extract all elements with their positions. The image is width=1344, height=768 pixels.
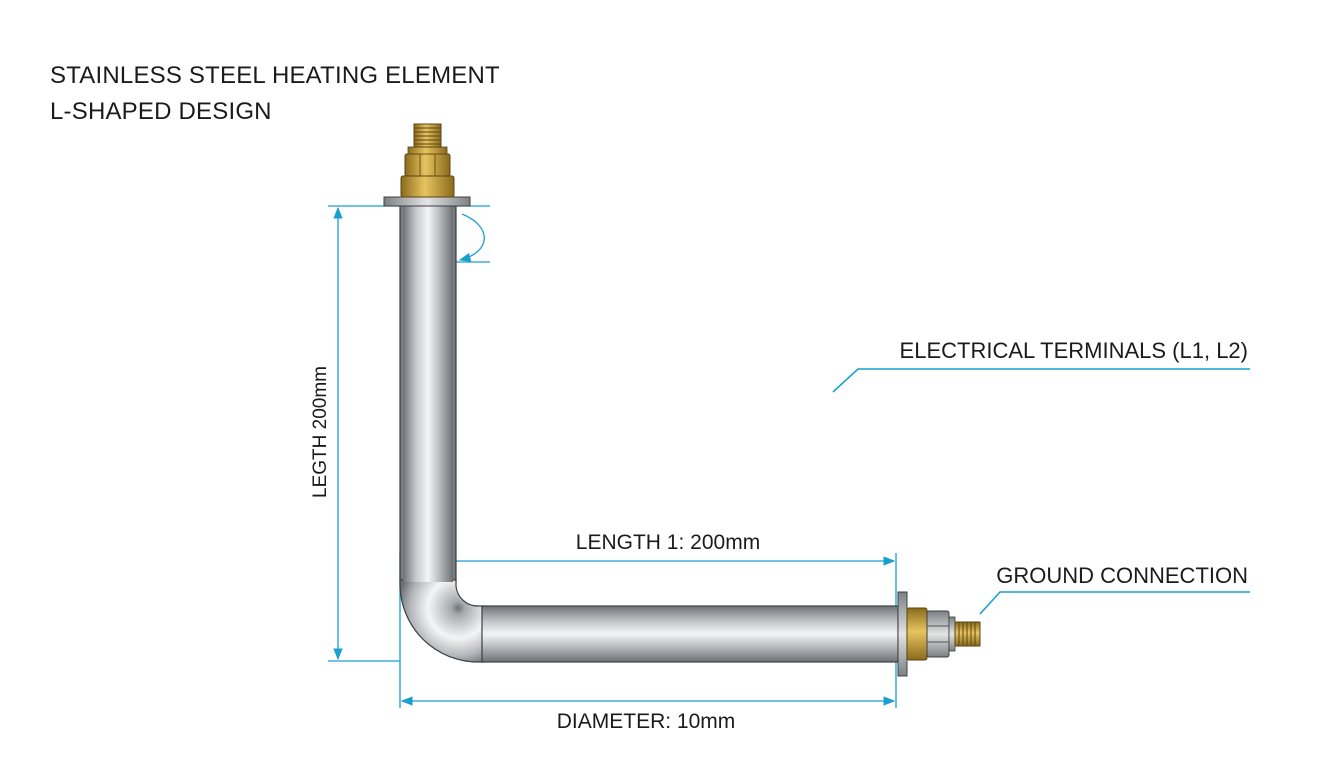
ground-leader-line [979,591,1250,615]
top-stud-threads [414,127,441,145]
tube-bend-cover [403,204,453,582]
title-block: STAINLESS STEEL HEATING ELEMENT L-SHAPED… [50,58,500,130]
top-washer [407,146,448,155]
horizontal-length-label: LENGTH 1: 200mm [576,531,760,554]
top-nut [404,153,451,177]
top-mounting-flange [383,196,471,207]
right-terminal [897,591,981,677]
right-washer [948,616,956,652]
terminals-leader-line [832,368,1250,393]
dimension-lines [328,205,1250,708]
tube-bend [399,579,485,663]
horizontal-tube-section [481,605,899,663]
heating-tube [399,203,899,663]
angle-arc [458,213,485,262]
right-brass-collar [906,607,928,661]
vertical-length-label: LEGTH 200mm [310,366,331,498]
terminals-label: ELECTRICAL TERMINALS (L1, L2) [900,338,1248,363]
top-brass-collar [400,175,455,198]
right-nut [926,610,950,658]
right-stud-threads [958,622,976,646]
diagram-title: STAINLESS STEEL HEATING ELEMENT [50,62,500,89]
ground-label: GROUND CONNECTION [996,563,1248,588]
right-mounting-flange [897,591,908,677]
diameter-label: DIAMETER: 10mm [557,710,736,733]
diagram-subtitle: L-SHAPED DESIGN [50,98,272,125]
top-terminal [383,123,471,207]
